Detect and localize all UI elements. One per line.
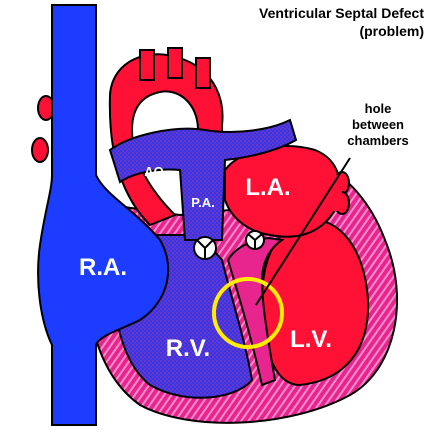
aortic-branch-3 <box>195 57 211 89</box>
defect-highlight-circle <box>212 277 284 349</box>
title-line-2: (problem) <box>359 23 424 39</box>
aorta <box>108 53 224 227</box>
label-left-atrium: L.A. <box>245 174 290 201</box>
callout-pointer <box>255 157 351 306</box>
callout-line-2: between <box>352 117 404 132</box>
callout-line-3: chambers <box>347 133 408 148</box>
pulmonary-vein-stem <box>318 175 342 211</box>
label-left-ventricle: L.V. <box>290 326 332 353</box>
label-aorta: AO <box>144 164 164 179</box>
label-right-atrium: R.A. <box>79 254 127 281</box>
aortic-branch-2 <box>167 47 183 79</box>
label-pulmonary-artery: P.A. <box>191 195 215 210</box>
pulmonary-artery <box>108 118 298 241</box>
pulmonary-valve <box>193 236 217 260</box>
label-right-ventricle: R.V. <box>166 335 210 362</box>
pa-branch-left-2 <box>31 137 49 163</box>
title-line-1: Ventricular Septal Defect <box>259 5 424 21</box>
aortic-valve <box>245 230 265 250</box>
vena-cava <box>37 4 170 426</box>
aortic-branch-1 <box>139 49 155 81</box>
callout-line-1: hole <box>365 101 392 116</box>
